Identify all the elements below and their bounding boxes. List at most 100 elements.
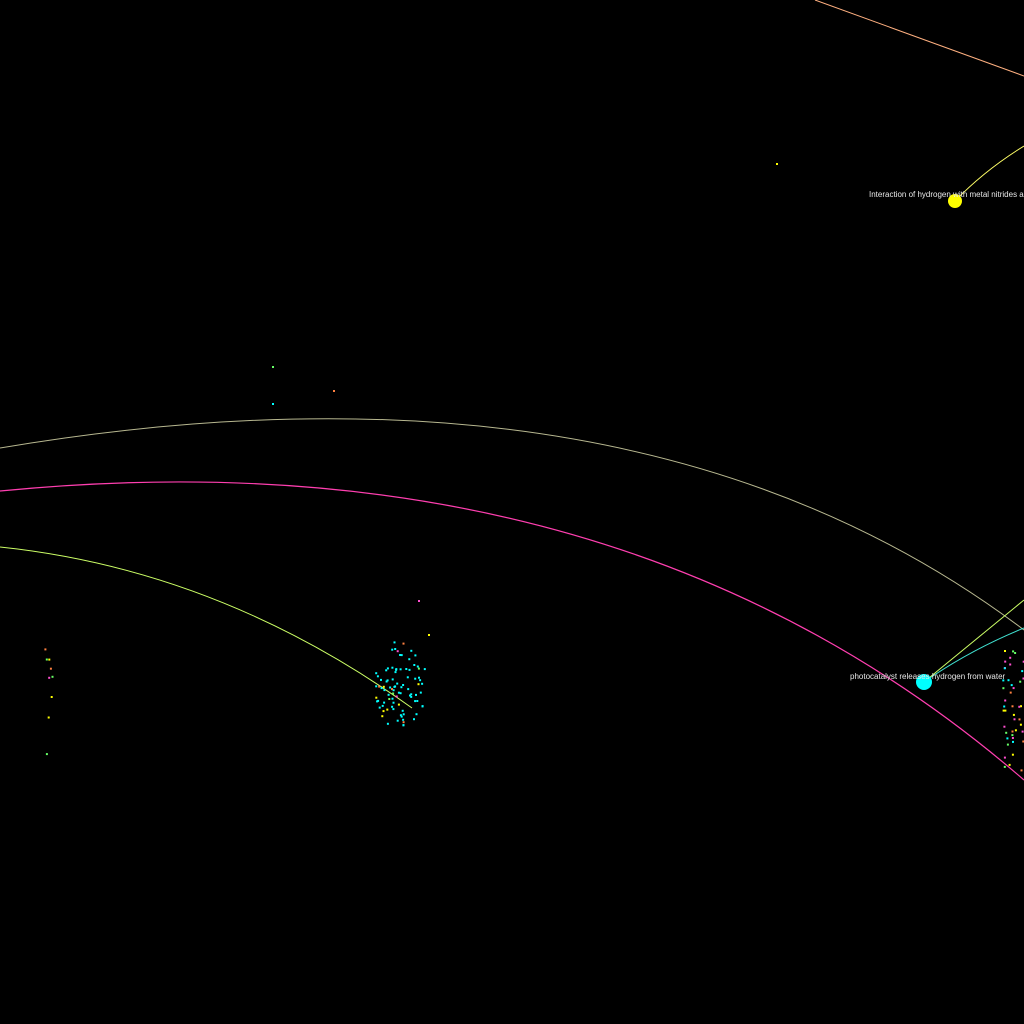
scatter-dot bbox=[378, 685, 381, 688]
scatter-dot bbox=[419, 691, 422, 694]
scatter-dot bbox=[414, 677, 417, 680]
scatter-dot bbox=[386, 667, 389, 670]
scatter-dot bbox=[400, 715, 403, 718]
scatter-dot bbox=[396, 650, 399, 653]
scatter-dot bbox=[393, 641, 396, 644]
scatter-dot bbox=[382, 710, 385, 713]
scatter-dot bbox=[1010, 684, 1013, 687]
edge-lime-photocatalyst bbox=[923, 599, 1024, 683]
scatter-dot bbox=[1009, 663, 1012, 666]
scatter-dot bbox=[1021, 670, 1024, 673]
scatter-dot bbox=[1011, 705, 1014, 708]
edge-cyan-photocatalyst bbox=[923, 627, 1024, 683]
scatter-dot bbox=[421, 705, 424, 708]
scatter-dot bbox=[402, 642, 405, 645]
scatter-dot bbox=[410, 649, 413, 652]
edge-magenta-arc bbox=[0, 481, 1024, 781]
scatter-dot bbox=[395, 695, 398, 698]
scatter-dot bbox=[1002, 709, 1005, 712]
scatter-dot bbox=[1003, 765, 1006, 768]
scatter-dot bbox=[1009, 656, 1012, 659]
scatter-dot bbox=[1020, 705, 1022, 708]
scatter-dot bbox=[418, 600, 420, 602]
scatter-dot bbox=[419, 679, 422, 682]
scatter-dot bbox=[391, 648, 394, 651]
scatter-dot bbox=[383, 689, 386, 692]
scatter-dot bbox=[413, 718, 415, 721]
node-photocatalyst[interactable] bbox=[916, 674, 932, 690]
scatter-dot bbox=[47, 716, 50, 719]
scatter-dot bbox=[1008, 763, 1011, 766]
scatter-dot bbox=[399, 654, 402, 656]
scatter-dot bbox=[1004, 650, 1006, 652]
nodes-layer: Interaction of hydrogen with metal nitri… bbox=[850, 190, 1024, 690]
scatter-dot bbox=[1003, 705, 1006, 708]
scatter-dot bbox=[399, 692, 402, 695]
node-photocatalyst-label: photocatalyst releases hydrogen from wat… bbox=[850, 672, 1006, 681]
scatter-dot bbox=[418, 676, 420, 679]
scatter-dot bbox=[1022, 660, 1024, 663]
scatter-dot bbox=[408, 668, 411, 671]
scatter-dot bbox=[272, 403, 274, 405]
scatter-dot bbox=[402, 684, 405, 686]
scatter-dot bbox=[428, 634, 430, 636]
scatter-dot bbox=[415, 713, 418, 716]
edge-yellow-hydrogen bbox=[954, 145, 1024, 202]
scatter-dot bbox=[415, 693, 417, 696]
scatter-dot bbox=[377, 699, 380, 702]
scatter-dot bbox=[1011, 753, 1014, 756]
scatter-dot bbox=[1019, 723, 1022, 726]
node-hydrogen-metal-nitrides[interactable] bbox=[948, 194, 962, 208]
scatter-dot bbox=[272, 366, 274, 368]
scatter-dot bbox=[409, 694, 411, 697]
scatter-dot bbox=[402, 718, 405, 721]
scatter-dot bbox=[45, 658, 48, 661]
scatter-dot bbox=[1004, 699, 1007, 702]
scatter-dot bbox=[395, 668, 398, 671]
scatter-dot bbox=[391, 705, 394, 708]
scatter-dot bbox=[397, 703, 400, 706]
scatter-dot bbox=[1020, 769, 1023, 772]
scatter-dot bbox=[417, 683, 420, 686]
scatter-dot bbox=[1019, 680, 1022, 683]
scatter-dot bbox=[386, 722, 389, 725]
scatter-dot bbox=[421, 682, 424, 685]
scatter-dot bbox=[387, 693, 390, 696]
scatter-dot bbox=[1018, 705, 1021, 708]
scatter-dot bbox=[399, 668, 402, 671]
edge-gray-arc bbox=[0, 418, 1024, 631]
scatter-dot bbox=[376, 675, 379, 678]
scatter-dot bbox=[1013, 718, 1016, 721]
scatter-dot bbox=[385, 669, 388, 672]
scatter-dot bbox=[381, 704, 384, 707]
scatter-dot bbox=[391, 678, 394, 681]
scatter-dot bbox=[1003, 756, 1006, 759]
scatter-dot bbox=[396, 682, 399, 685]
scatter-dot bbox=[388, 698, 391, 700]
scatter-dot bbox=[1012, 740, 1014, 743]
scatter-dot bbox=[378, 706, 381, 709]
scatter-dot bbox=[383, 701, 386, 704]
scatter-dot bbox=[402, 721, 405, 724]
scatter-dot bbox=[48, 676, 51, 679]
scatter-dot bbox=[1003, 667, 1006, 670]
scatter-dot bbox=[414, 654, 417, 657]
scatter-dot bbox=[1005, 731, 1008, 734]
scatter-dot bbox=[1012, 650, 1015, 653]
scatter-dot bbox=[391, 697, 394, 700]
scatter-dot bbox=[386, 679, 389, 682]
scatter-dot bbox=[392, 701, 395, 704]
scatter-dot bbox=[1022, 677, 1024, 680]
scatter-dot bbox=[1018, 718, 1021, 721]
edge-lime-arc bbox=[0, 546, 413, 709]
scatter-dot bbox=[51, 675, 54, 678]
scatter-dot bbox=[423, 668, 426, 671]
scatter-dot bbox=[1021, 730, 1024, 733]
scatter-dot bbox=[1009, 691, 1012, 694]
scatter-dot bbox=[394, 648, 397, 650]
scatter-dot bbox=[333, 390, 335, 392]
scatter-dot bbox=[410, 693, 413, 696]
scatter-dot bbox=[392, 689, 395, 692]
scatter-dot bbox=[45, 753, 48, 756]
